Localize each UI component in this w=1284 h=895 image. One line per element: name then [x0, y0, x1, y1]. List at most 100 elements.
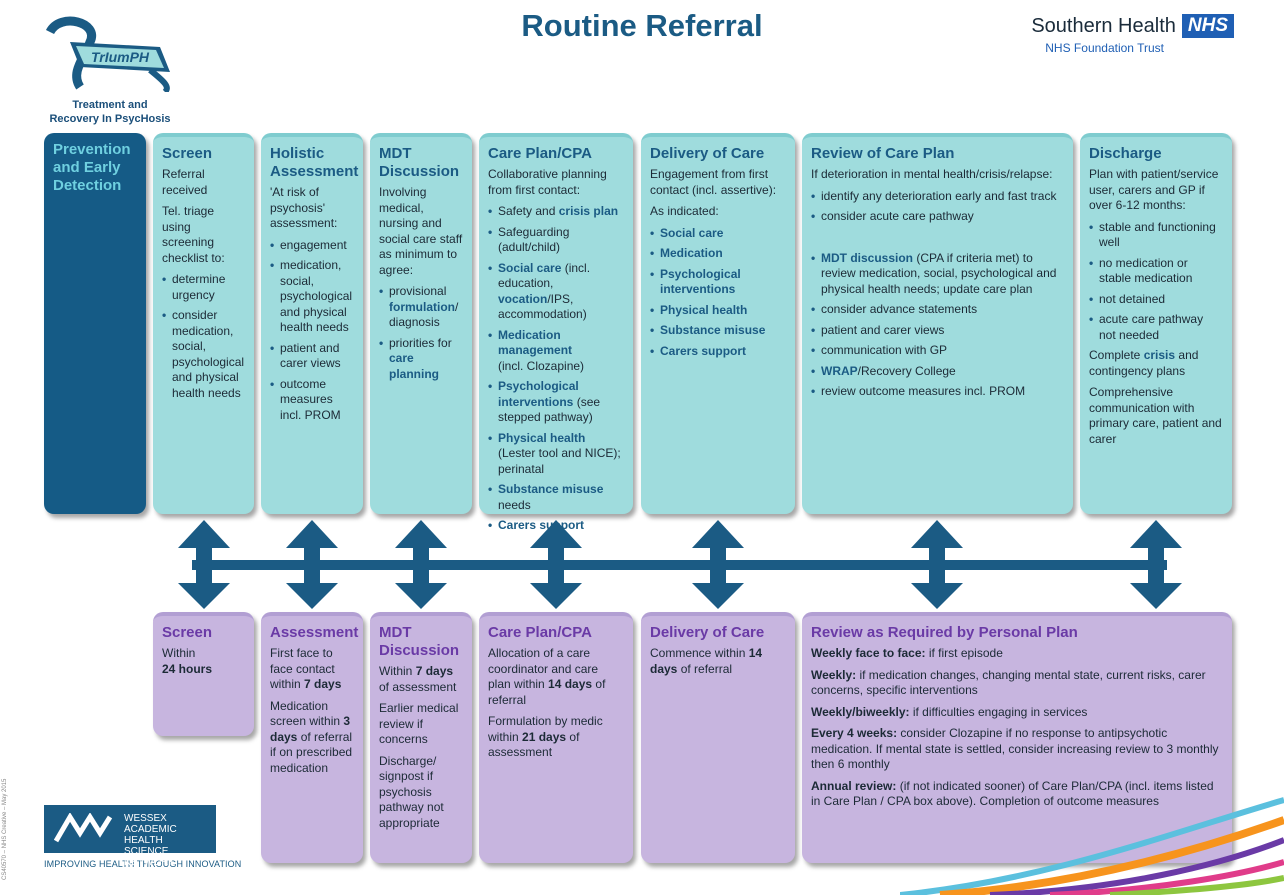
holistic-heading: Holistic Assessment: [270, 145, 359, 180]
wessex-mark-icon: [54, 813, 113, 843]
delivery-box: Delivery of Care Engagement from first c…: [641, 133, 795, 514]
careplan-heading: Care Plan/CPA: [488, 145, 592, 162]
delivery-text-2: As indicated:: [650, 204, 719, 218]
deliv-l1b: 14 days: [650, 646, 763, 676]
mdt-text-1: Involving medical, nursing and social ca…: [379, 185, 463, 277]
careplan-b5b: (see stepped pathway): [498, 394, 601, 425]
prevention-heading: Prevention and Early Detection: [53, 141, 131, 194]
screen-bullet: determine urgency: [162, 272, 245, 303]
screen-bullet: consider medication, social, psychologic…: [162, 308, 245, 401]
mdt-formulation: formulation: [389, 299, 455, 314]
triumph-tag2: Recovery In PsycHosis: [49, 113, 171, 125]
bottom-careplan-text-2: Formulation by medic within 21 days of a…: [488, 714, 624, 761]
wessex-tagline: IMPROVING HEALTH THROUGH INNOVATION: [44, 859, 242, 869]
care-l2a: Formulation by medic within: [488, 714, 603, 744]
org-name: Southern Health: [1031, 14, 1176, 37]
review-bullet: review outcome measures incl. PROM: [811, 384, 1064, 400]
discharge-bullet: no medication or stable medication: [1089, 256, 1223, 287]
holistic-bullet: engagement: [270, 238, 354, 254]
careplan-bullet: Safety and crisis plan: [488, 204, 624, 220]
discharge-crisis: crisis: [1143, 348, 1176, 362]
careplan-text-1: Collaborative planning from first contac…: [488, 167, 607, 197]
discharge-heading: Discharge: [1089, 145, 1162, 162]
double-arrow-icon: [178, 520, 230, 609]
mdt-bullet: priorities for care planning: [379, 336, 463, 383]
holistic-bullet: medication, social, psychological and ph…: [270, 258, 354, 336]
mdt-bullet-text: priorities for: [389, 335, 452, 350]
triumph-logo: TrIumPH Treatment and Recovery In PsycHo…: [40, 12, 180, 125]
careplan-bullet: Physical health (Lester tool and NICE); …: [488, 431, 624, 478]
review-row: Annual review: (if not indicated sooner)…: [811, 779, 1223, 810]
review-wrap: WRAP: [821, 363, 858, 378]
wessex-badge: WESSEX ACADEMIC HEALTH SCIENCE NETWORK: [44, 805, 216, 868]
trust-name: NHS Foundation Trust: [1045, 41, 1164, 55]
discharge-bullet: stable and functioning well: [1089, 220, 1223, 251]
review-r2b: if medication changes, changing mental s…: [811, 667, 1206, 698]
triumph-wordmark: TrIumPH: [91, 49, 150, 65]
mdt-bullet: provisional formulation/ diagnosis: [379, 284, 463, 331]
delivery-bullet: Substance misuse: [650, 323, 786, 339]
deliv-l1c: of referral: [677, 661, 733, 676]
careplan-b6b: (Lester tool and NICE); perinatal: [498, 446, 621, 476]
double-arrow-icon: [530, 520, 582, 609]
careplan-substance: Substance misuse: [498, 482, 604, 496]
careplan-bullet: Substance misuse needs: [488, 482, 624, 513]
delivery-bullet: Medication: [650, 246, 786, 262]
wessex-line3: SCIENCE NETWORK: [124, 846, 176, 868]
careplan-b3b: (incl. education,: [498, 260, 591, 291]
careplan-bullet: Psychological interventions (see stepped…: [488, 379, 624, 426]
screen-heading: Screen: [162, 145, 213, 162]
bottom-screen-days: 24 hours: [162, 661, 213, 676]
discharge-l2c: and contingency plans: [1089, 348, 1199, 378]
assess-l1a: First face to face contact within: [270, 646, 335, 691]
careplan-bullet: Social care (incl. education, vocation/I…: [488, 261, 624, 323]
wessex-line2: ACADEMIC HEALTH: [124, 824, 177, 846]
holistic-box: Holistic Assessment 'At risk of psychosi…: [261, 133, 363, 514]
bottom-screen-text: Within: [162, 646, 196, 660]
review-bullet: identify any deterioration early and fas…: [811, 189, 1064, 205]
review-r3a: Weekly/biweekly:: [811, 704, 910, 719]
double-arrow-icon: [692, 520, 744, 609]
bottom-careplan-heading: Care Plan/CPA: [488, 624, 592, 641]
double-arrow-icon: [286, 520, 338, 609]
review-bullet: MDT discussion (CPA if criteria met) to …: [811, 251, 1064, 298]
review-r1b: if first episode: [925, 646, 1003, 660]
bottom-assessment-text-2: Medication screen within 3 days of refer…: [270, 699, 354, 777]
double-arrow-icon: [395, 520, 447, 609]
decorative-swoosh: [900, 797, 1284, 895]
delivery-bullet: Social care: [650, 226, 786, 242]
mdt-heading: MDT Discussion: [379, 145, 460, 180]
discharge-text-1: Plan with patient/service user, carers a…: [1089, 167, 1219, 212]
review-r1a: Weekly face to face:: [811, 646, 926, 660]
bottom-mdt-text-1: Within 7 days of assessment: [379, 664, 463, 695]
discharge-text-3: Comprehensive communication with primary…: [1089, 385, 1222, 446]
mdt-bullet-text: provisional: [389, 284, 447, 298]
screen-text-2: Tel. triage using screening checklist to…: [162, 204, 225, 265]
delivery-bullet: Physical health: [650, 303, 786, 319]
review-row: Weekly face to face: if first episode: [811, 646, 1223, 662]
triumph-tag1: Treatment and: [72, 99, 148, 111]
delivery-heading: Delivery of Care: [650, 145, 765, 162]
review-box: Review of Care Plan If deterioration in …: [802, 133, 1073, 514]
mdt-l1c: of assessment: [379, 679, 457, 694]
care-l1b: 14 days: [548, 677, 593, 691]
discharge-text-2: Complete crisis and contingency plans: [1089, 348, 1223, 379]
double-arrow-icon: [911, 520, 963, 609]
screen-box: Screen Referral received Tel. triage usi…: [153, 133, 254, 514]
holistic-bullet: outcome measures incl. PROM: [270, 377, 354, 424]
connector-arrows: [178, 520, 1182, 609]
careplan-crisis: crisis plan: [558, 204, 619, 218]
deliv-l1a: Commence within: [650, 646, 749, 660]
care-l2c: of assessment: [488, 729, 580, 760]
review-r3b: if difficulties engaging in services: [909, 704, 1088, 719]
review-bullet: WRAP/Recovery College: [811, 364, 1064, 380]
bottom-screen-heading: Screen: [162, 624, 213, 641]
careplan-b7b: needs: [498, 497, 531, 512]
double-arrow-icon: [1130, 520, 1182, 609]
discharge-l2a: Complete: [1089, 348, 1144, 362]
delivery-text-1: Engagement from first contact (incl. ass…: [650, 167, 777, 197]
assess-l2c: of referral if on prescribed medication: [270, 729, 353, 775]
care-l2b: 21 days: [522, 729, 567, 744]
care-l1a: Allocation of a care coordinator and car…: [488, 646, 599, 691]
bottom-mdt-box: MDT Discussion Within 7 days of assessme…: [370, 612, 472, 863]
